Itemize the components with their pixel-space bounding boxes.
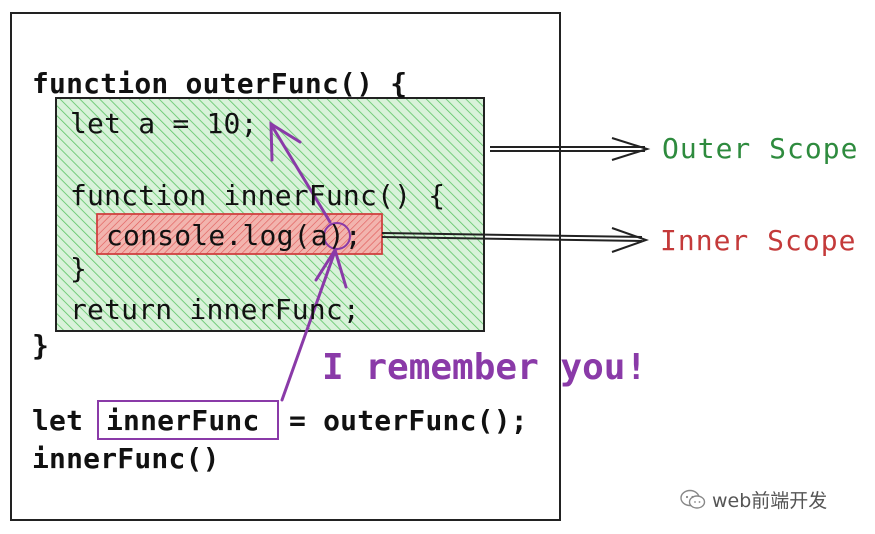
arrow-right-icon: [381, 227, 650, 253]
wechat-icon: [680, 489, 706, 509]
variable-a-circle: [323, 222, 351, 250]
diagram-frame: [10, 12, 561, 521]
watermark-text: web前端开发: [712, 490, 828, 512]
code-line-call-inner-func: innerFunc(): [32, 442, 220, 475]
watermark: web前端开发: [680, 486, 827, 513]
code-line-let-a: let a = 10;: [70, 107, 258, 140]
code-var-inner-func: innerFunc: [106, 404, 260, 437]
inner-scope-label: Inner Scope: [660, 224, 857, 257]
code-keyword-let: let: [32, 404, 84, 437]
code-line-inner-close: }: [70, 252, 88, 285]
code-line-return: return innerFunc;: [70, 293, 360, 326]
code-line-outer-func: function outerFunc() {: [32, 67, 408, 100]
purple-arrow-icon: [269, 121, 332, 224]
arrow-right-icon: [490, 137, 651, 161]
code-assign-outer-func: = outerFunc();: [289, 404, 528, 437]
purple-arrow-icon: [280, 246, 348, 402]
remember-annotation: I remember you!: [322, 347, 648, 388]
inner-func-var-highlight: [97, 400, 279, 440]
code-line-console-log: console.log(a);: [106, 219, 362, 252]
inner-scope-region: [96, 213, 383, 255]
code-line-inner-func: function innerFunc() {: [70, 179, 446, 212]
outer-scope-label: Outer Scope: [662, 132, 859, 165]
code-line-outer-close: }: [32, 329, 50, 362]
